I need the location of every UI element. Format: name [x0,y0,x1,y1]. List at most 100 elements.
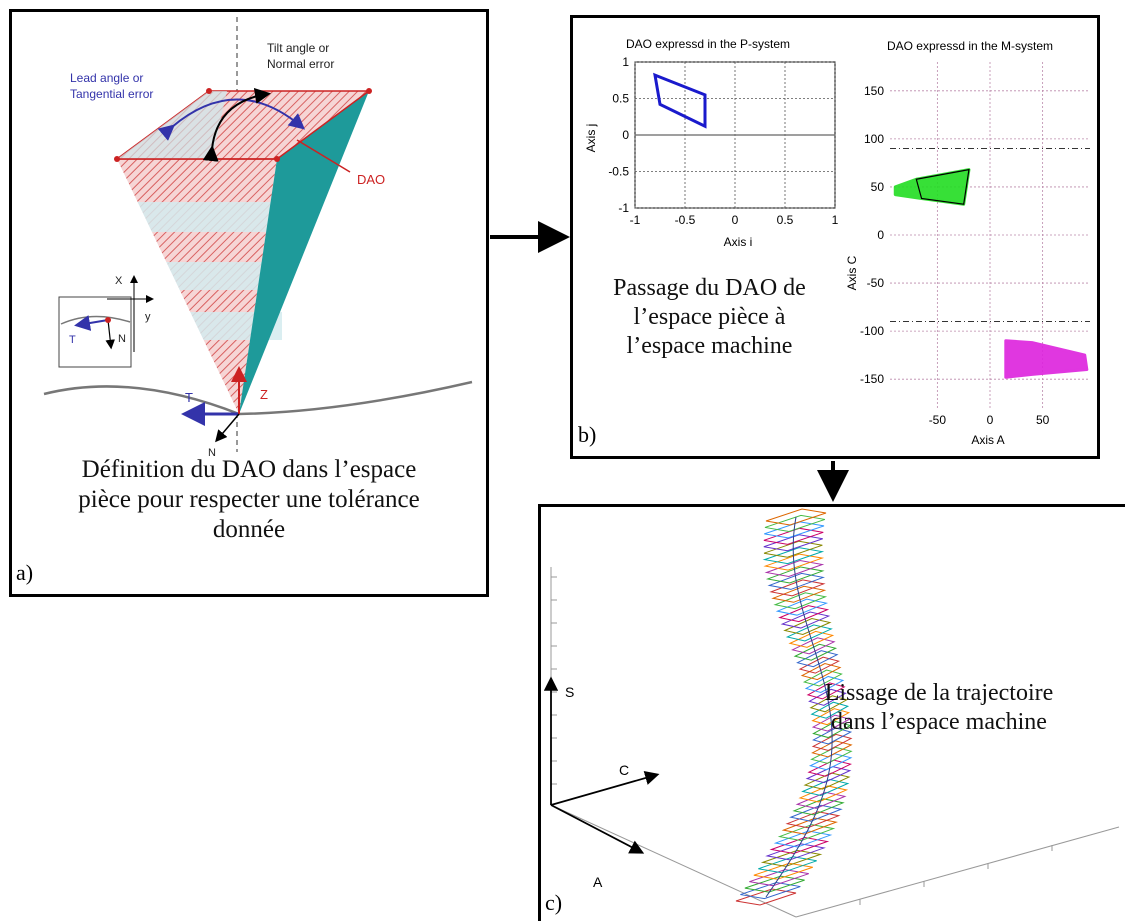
tool-frame [798,656,841,674]
inset-frame [58,296,132,368]
caption-a-line-1: Définition du DAO dans l’espace [81,456,417,483]
tool-frame [810,746,853,764]
chart-m-system: DAO expressd in the M-system Axis A Axis… [845,39,1090,447]
tool-frame [765,843,826,861]
tool-frame [807,759,853,777]
chart-m-title: DAO expressd in the M-system [887,39,1053,53]
tool-frame [740,882,801,900]
panel-b-caption: Passage du DAO de l’espace pièce à l’esp… [577,274,842,360]
tool-frame [785,811,841,829]
chart-p-title: DAO expressd in the P-system [626,37,790,51]
tool-frame [785,624,833,642]
tool-frame [762,547,825,565]
chart-p-system: DAO expressd in the P-system Axis i Axis… [584,37,839,248]
chart-p-xlabel: Axis i [724,235,753,248]
trajectory-center-curve [765,516,833,898]
y-tick-label: 0 [877,228,884,242]
tool-frame [764,521,825,539]
y-tick-label: 50 [871,180,885,194]
tool-frame [795,791,847,809]
tool-frame [735,888,797,906]
tool-frame [800,663,842,681]
tool-frame [811,733,853,751]
axis-c-label: C [619,762,629,778]
panel-a-caption: Définition du DAO dans l’espace pièce po… [12,455,486,545]
x-tick-label: -50 [929,413,947,427]
tool-frame [764,514,826,532]
tool-frame [775,598,829,616]
panel-c-label: c) [545,890,563,915]
caption-b-line-3: l’espace machine [626,332,793,359]
panel-c-caption: Lissage de la trajectoire dans l’espace … [769,679,1109,737]
tilt-label-1: Tilt angle or [267,41,329,55]
tool-frame [769,579,826,597]
chart-p-ylabel: Axis j [584,124,598,153]
cone-right-face [239,91,369,414]
tool-frame [765,508,827,526]
y-tick-label: -100 [860,324,884,338]
panel-a-dao-definition: Tilt angle or Normal error Lead angle or… [9,9,489,597]
cone-diagram: Tilt angle or Normal error Lead angle or… [43,17,473,459]
z-label: Z [260,387,268,402]
tool-frame [808,753,853,771]
n-vector [215,413,240,443]
tool-frame [783,617,832,636]
caption-c-line-2: dans l’espace machine [831,708,1047,735]
dao-label: DAO [357,172,385,187]
tool-frame [744,875,805,893]
caption-a-line-3: donnée [212,516,286,543]
tool-frame [811,714,851,732]
tool-frame [769,836,830,854]
tilt-angle-arc [202,88,271,162]
cone-top-left [117,91,227,159]
series-1-region [1004,339,1089,379]
y-tick-label: -150 [860,372,884,386]
trajectory-3d: S C A [543,508,1120,918]
y-tick-label: 100 [864,132,884,146]
x-tick-label: -0.5 [675,213,696,227]
y-tick-label: 150 [864,84,884,98]
y-tick-label: 0.5 [612,92,629,106]
tool-frame [812,721,852,739]
tool-frame [780,611,831,629]
dao-leader [296,139,351,173]
tilt-label-2: Normal error [267,57,334,71]
tool-frame [803,772,851,790]
x-tick-label: -1 [630,213,641,227]
tool-frame [764,560,825,578]
series-0-line [653,72,707,129]
tool-frame [801,778,850,797]
x-tick-label: 1 [832,213,839,227]
tool-frame [812,727,853,745]
tool-frame [791,637,836,655]
tool-frame [753,862,813,880]
y-tick-label: 0 [622,128,629,142]
caption-b-line-2: l’espace pièce à [633,303,786,330]
tool-frame [789,804,843,822]
inset-t-label: T [69,334,76,346]
tool-frame [763,540,823,558]
tool-frame [771,585,827,603]
panel-a-label: a) [16,560,34,585]
chart-m-ylabel: Axis C [845,255,859,290]
y-tick-label: 1 [622,55,629,69]
y-tick-label: -50 [867,276,885,290]
tool-frame [758,856,817,874]
chart-m-xlabel: Axis A [971,433,1004,447]
x-tick-label: 0 [987,413,994,427]
tool-frame [802,669,843,687]
tool-frame [749,869,809,887]
tool-frame [796,650,839,668]
tool-frame [763,527,824,545]
tool-orientation-frames [735,508,853,906]
tool-frame [763,534,823,552]
tool-frame [767,572,826,590]
panel-b-dao-transform: DAO expressd in the P-system Axis i Axis… [570,15,1100,459]
series-0-outline [915,168,970,205]
tool-frame [778,605,830,623]
tool-frame [792,798,845,816]
x-tick-label: 50 [1036,413,1050,427]
y-tick-label: -0.5 [608,165,629,179]
tool-frame [765,566,825,584]
